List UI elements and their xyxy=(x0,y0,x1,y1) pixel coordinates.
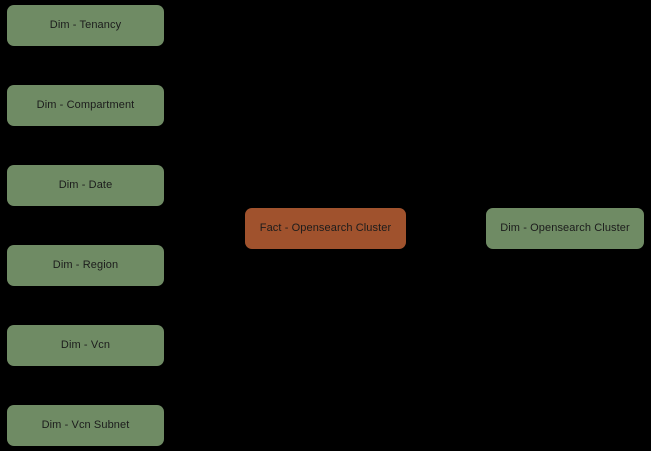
node-dim-region[interactable]: Dim - Region xyxy=(7,245,164,286)
node-dim-compartment[interactable]: Dim - Compartment xyxy=(7,85,164,126)
node-dim-opensearch-cluster[interactable]: Dim - Opensearch Cluster xyxy=(486,208,644,249)
node-fact-opensearch-cluster[interactable]: Fact - Opensearch Cluster xyxy=(245,208,406,249)
node-label: Dim - Tenancy xyxy=(49,19,122,31)
node-label: Dim - Compartment xyxy=(36,99,135,111)
node-label: Dim - Region xyxy=(52,259,119,271)
node-dim-vcn-subnet[interactable]: Dim - Vcn Subnet xyxy=(7,405,164,446)
node-label: Dim - Vcn Subnet xyxy=(41,419,130,431)
node-label: Dim - Vcn xyxy=(60,339,111,351)
node-label: Dim - Opensearch Cluster xyxy=(500,222,630,234)
node-label: Dim - Date xyxy=(58,179,113,191)
node-dim-vcn[interactable]: Dim - Vcn xyxy=(7,325,164,366)
node-dim-date[interactable]: Dim - Date xyxy=(7,165,164,206)
node-dim-tenancy[interactable]: Dim - Tenancy xyxy=(7,5,164,46)
node-label: Fact - Opensearch Cluster xyxy=(259,222,392,234)
